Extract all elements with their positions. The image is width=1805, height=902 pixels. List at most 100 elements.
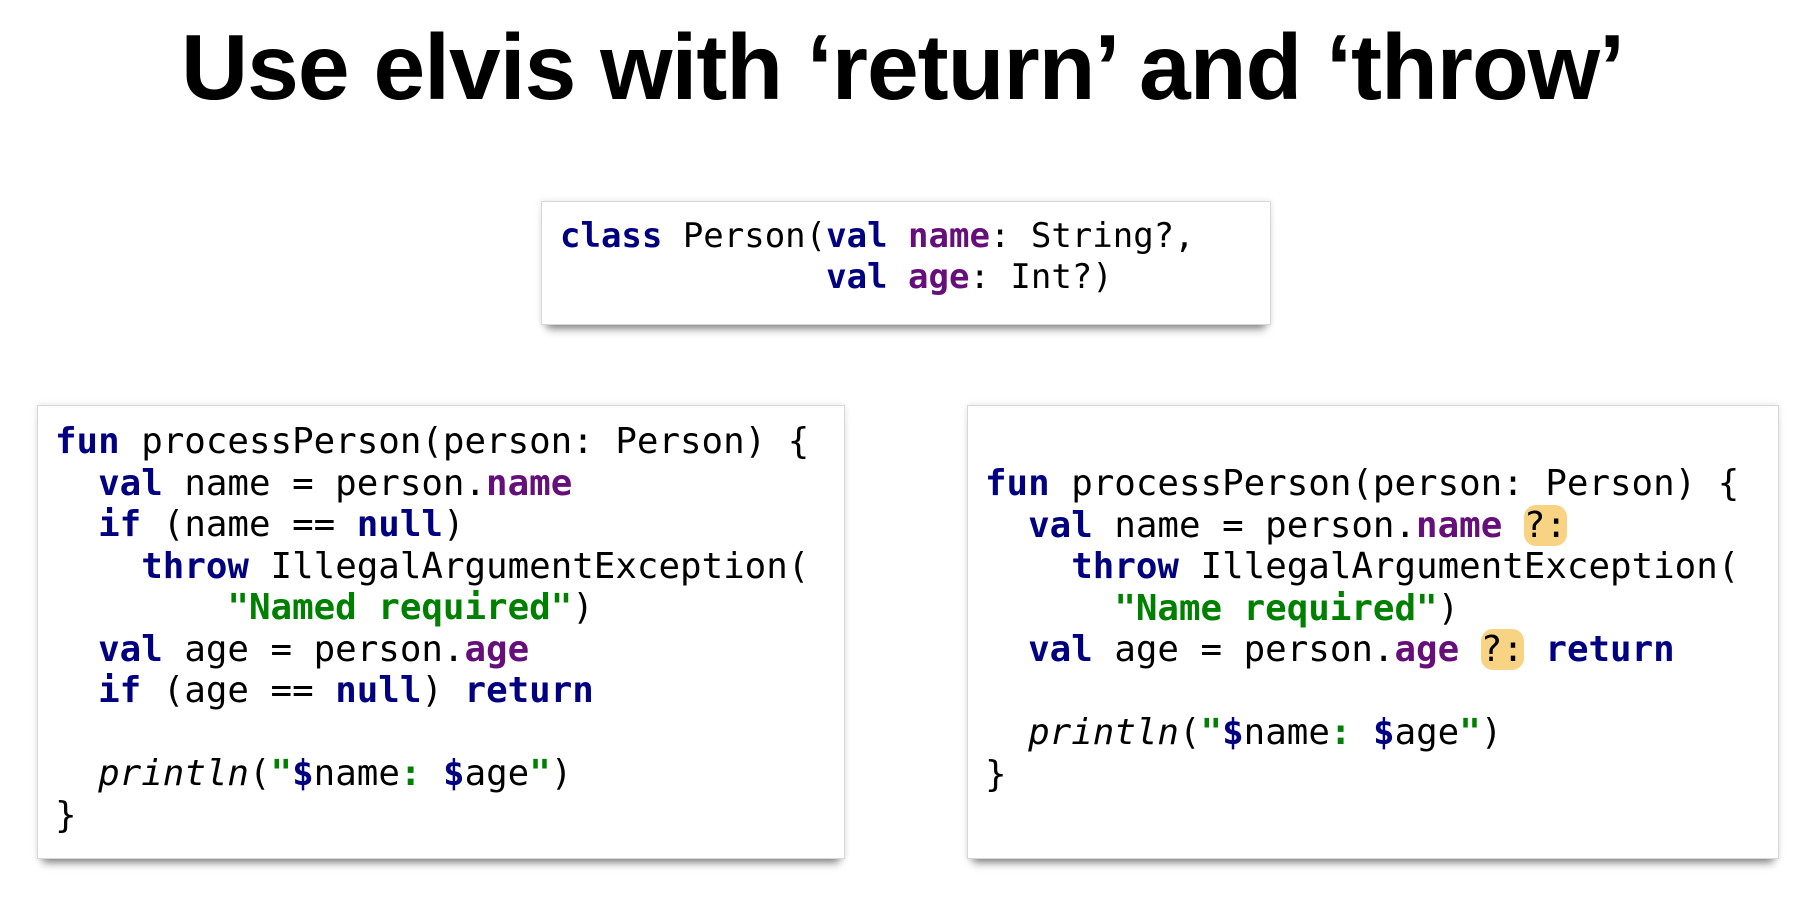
property-token: name (908, 216, 990, 256)
code-token (985, 505, 1028, 546)
without-elvis-code-box: fun processPerson(person: Person) { val … (37, 405, 845, 859)
keyword-token: fun (985, 463, 1050, 504)
code-token (55, 629, 98, 670)
function-token: println (98, 753, 249, 794)
code-token: (age == (141, 670, 336, 711)
code-token (985, 546, 1071, 587)
keyword-token: return (464, 670, 594, 711)
keyword-token: val (826, 257, 888, 297)
string-token: : (399, 753, 443, 794)
code-token: ) (442, 504, 465, 545)
code-token (55, 463, 98, 504)
code-token: processPerson(person: Person) { (119, 421, 810, 462)
code-line: val age = person.age ?: return (985, 629, 1778, 671)
code-token: ) (550, 753, 573, 794)
class-code-box: class Person(val name: String?, val age:… (541, 201, 1271, 325)
with-elvis-code-box: fun processPerson(person: Person) { val … (967, 405, 1779, 859)
string-token: : (1329, 712, 1373, 753)
code-line: println("$name: $age") (985, 712, 1778, 754)
code-token (985, 588, 1114, 629)
string-token: " (270, 753, 293, 794)
keyword-token: val (1028, 629, 1093, 670)
code-line (55, 712, 844, 754)
code-token (985, 671, 1007, 712)
code-token (55, 546, 141, 587)
elvis-operator-highlight: ?: (1523, 504, 1567, 546)
keyword-token: null (356, 504, 443, 545)
code-line: val name = person.name ?: (985, 504, 1778, 547)
keyword-token: val (1028, 504, 1093, 546)
code-token: } (985, 753, 1007, 795)
code-token: IllegalArgumentException( (248, 545, 810, 587)
code-token: name = person. (1092, 504, 1417, 546)
property-token: age (908, 257, 970, 297)
code-token: name = person. (162, 462, 487, 504)
string-token: "Name required" (1114, 587, 1438, 629)
code-line: fun processPerson(person: Person) { (985, 463, 1778, 505)
code-token (55, 587, 227, 628)
code-token: ) (1437, 587, 1460, 629)
code-token: ) (572, 587, 594, 628)
code-line: class Person(val name: String?, (560, 216, 1270, 257)
code-token: ( (1178, 712, 1201, 753)
code-token: (name == (141, 504, 357, 545)
property-token: name (486, 462, 573, 504)
code-token (1524, 629, 1546, 670)
code-line: if (name == null) (55, 504, 844, 546)
code-line: if (age == null) return (55, 670, 844, 712)
code-token: IllegalArgumentException( (1178, 546, 1740, 587)
slide-title: Use elvis with ‘return’ and ‘throw’ (181, 15, 1625, 119)
code-token (985, 629, 1028, 670)
code-token (1502, 505, 1524, 546)
code-token: age (464, 753, 530, 794)
code-line: "Named required") (55, 587, 844, 629)
code-line: val age: Int?) (560, 257, 1270, 298)
keyword-token: val (826, 216, 888, 256)
string-token: " (1200, 712, 1223, 753)
code-line: println("$name: $age") (55, 753, 844, 795)
code-line (985, 671, 1778, 713)
keyword-token: fun (55, 421, 120, 462)
keyword-token: throw (1071, 546, 1179, 587)
code-token (985, 712, 1028, 753)
code-token (560, 257, 826, 297)
template-token: $ (1373, 712, 1395, 753)
code-line: } (55, 795, 844, 837)
elvis-operator-highlight: ?: (1480, 629, 1524, 670)
code-token (1459, 629, 1481, 670)
code-token: ( (248, 753, 271, 794)
code-token (55, 753, 98, 794)
code-line: throw IllegalArgumentException( (55, 546, 844, 588)
code-token: processPerson(person: Person) { (1049, 463, 1740, 504)
code-block: fun processPerson(person: Person) { val … (968, 406, 1778, 795)
code-line: "Name required") (985, 588, 1778, 630)
string-token: " (529, 753, 551, 794)
code-line: val name = person.name (55, 463, 844, 505)
code-token: Person( (662, 216, 827, 256)
property-token: age (1394, 629, 1460, 670)
code-token (888, 257, 908, 297)
string-token: "Named required" (227, 587, 573, 628)
code-token: age = person. (162, 628, 465, 670)
function-token: println (1028, 712, 1179, 753)
code-token: : String?, (989, 216, 1195, 256)
property-token: age (464, 628, 530, 670)
keyword-token: class (560, 216, 663, 256)
code-token (55, 504, 98, 545)
code-token: name (313, 753, 400, 794)
code-block: fun processPerson(person: Person) { val … (38, 406, 844, 836)
keyword-token: return (1545, 629, 1675, 670)
code-line: } (985, 754, 1778, 796)
code-line: throw IllegalArgumentException( (985, 546, 1778, 588)
keyword-token: val (98, 628, 163, 670)
code-token (55, 670, 98, 711)
template-token: $ (292, 753, 314, 794)
keyword-token: null (335, 670, 422, 711)
code-block: class Person(val name: String?, val age:… (542, 202, 1270, 298)
code-line: fun processPerson(person: Person) { (55, 421, 844, 463)
template-token: $ (1222, 712, 1244, 753)
code-token: ) (421, 670, 465, 711)
code-token: age (1394, 712, 1460, 753)
code-token (55, 712, 77, 753)
code-token: } (55, 794, 77, 836)
